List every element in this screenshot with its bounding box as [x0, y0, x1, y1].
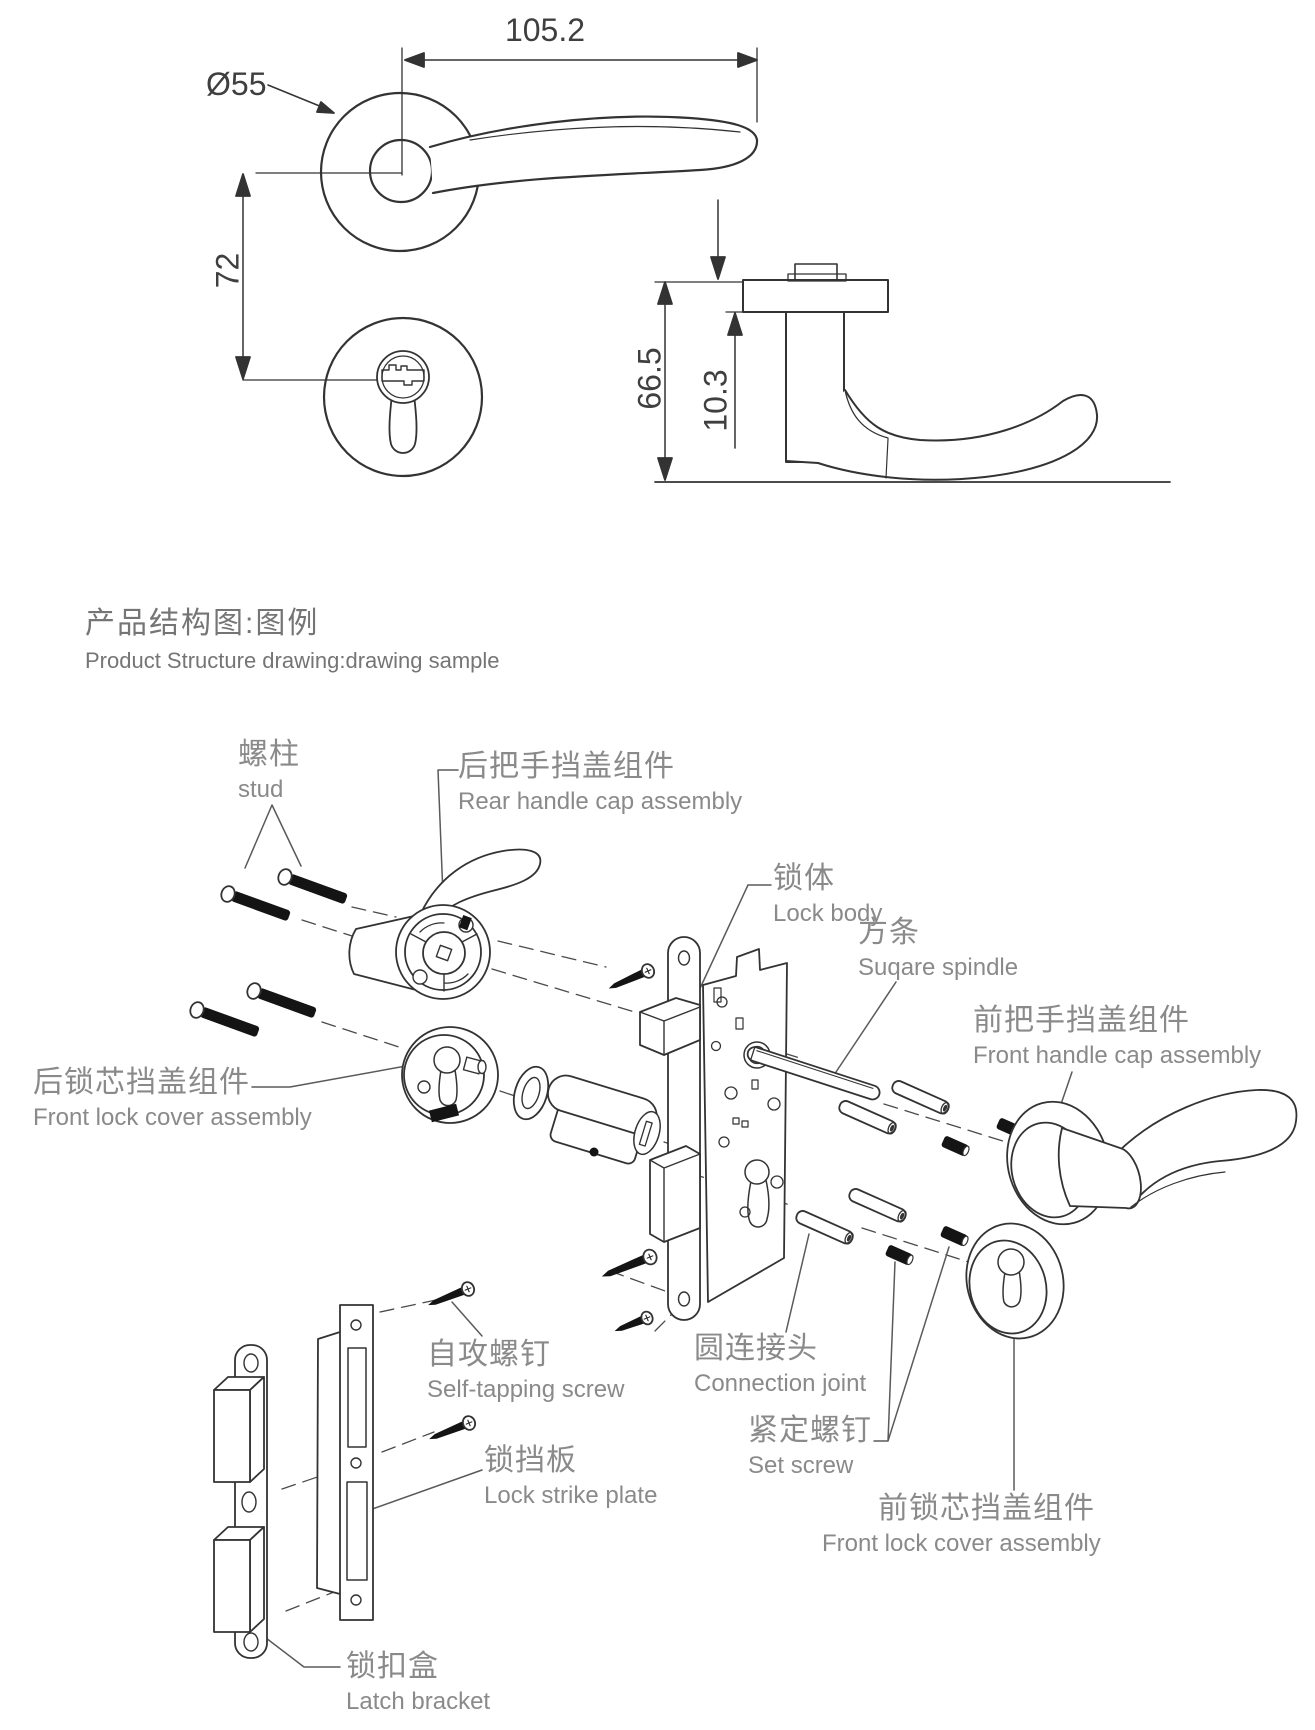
dim-rose-diameter: Ø55	[206, 66, 267, 102]
part-label-en: Front lock cover assembly	[33, 1103, 312, 1131]
dim-rose-thickness: 10.3	[697, 369, 734, 432]
part-label-set-screw: 紧定螺钉 Set screw	[748, 1414, 872, 1479]
side-view	[654, 199, 1171, 483]
part-label-zh: 前锁芯挡盖组件	[878, 1492, 1095, 1525]
set-screw-parts	[885, 1118, 1025, 1266]
stud-parts	[189, 868, 348, 1037]
part-label-rear-lock-cover: 后锁芯挡盖组件 Front lock cover assembly	[33, 1066, 312, 1131]
part-label-zh: 螺柱	[238, 738, 300, 771]
lock-body-part	[639, 936, 788, 1321]
title-block: 产品结构图:图例 Product Structure drawing:drawi…	[85, 598, 500, 674]
rear-handle-assembly-part	[348, 848, 542, 1000]
self-tapping-screw-parts	[428, 963, 658, 1440]
part-label-rear-handle-cap: 后把手挡盖组件 Rear handle cap assembly	[458, 750, 742, 815]
part-label-stud: 螺柱 stud	[238, 738, 300, 803]
part-label-zh: 后把手挡盖组件	[458, 750, 675, 783]
part-label-en: Self-tapping screw	[427, 1375, 625, 1403]
part-label-en: Rear handle cap assembly	[458, 787, 743, 815]
part-label-lock-body: 锁体 Lock body	[773, 862, 882, 927]
title-en: Product Structure drawing:drawing sample	[85, 648, 500, 673]
strike-plate-part	[316, 1304, 374, 1621]
part-label-zh: 锁体	[773, 862, 835, 895]
part-label-zh: 紧定螺钉	[748, 1414, 872, 1447]
front-lock-cover-part	[965, 1222, 1065, 1340]
part-label-latch-bracket: 锁扣盒 Latch bracket	[346, 1650, 490, 1715]
part-label-en: Connection joint	[694, 1369, 867, 1397]
lock-cylinder-part	[512, 1065, 661, 1165]
part-label-en: Lock body	[773, 899, 883, 927]
part-label-en: stud	[238, 775, 284, 803]
square-spindle-part	[746, 1046, 881, 1101]
dim-overall-height: 66.5	[631, 347, 668, 410]
part-label-self-tapping-screw: 自攻螺钉 Self-tapping screw	[427, 1338, 624, 1403]
exploded-view	[189, 769, 1298, 1668]
part-label-connection-joint: 圆连接头 Connection joint	[694, 1332, 866, 1397]
front-view	[235, 47, 759, 478]
part-label-front-handle-cap: 前把手挡盖组件 Front handle cap assembly	[973, 1004, 1261, 1069]
part-label-zh: 前把手挡盖组件	[973, 1004, 1190, 1037]
part-label-square-spindle: 方条 Suqare spindle	[858, 916, 1018, 981]
dim-lever-length: 105.2	[504, 12, 586, 48]
part-label-en: Lock strike plate	[484, 1481, 658, 1509]
part-label-zh: 方条	[858, 916, 920, 949]
connection-joint-parts	[795, 1080, 950, 1245]
title-zh: 产品结构图:图例	[85, 607, 320, 640]
part-label-zh: 锁扣盒	[346, 1650, 439, 1683]
part-label-en: Suqare spindle	[858, 953, 1019, 981]
part-label-zh: 圆连接头	[694, 1332, 818, 1365]
part-label-zh: 后锁芯挡盖组件	[33, 1066, 250, 1099]
latch-bracket-part	[213, 1344, 268, 1659]
front-handle-assembly-part	[1006, 1089, 1298, 1226]
part-label-en: Set screw	[748, 1451, 854, 1479]
part-label-zh: 锁挡板	[484, 1444, 577, 1477]
dim-handle-to-cylinder: 72	[209, 252, 246, 289]
part-label-en: Front handle cap assembly	[973, 1041, 1262, 1069]
part-label-front-lock-cover: 前锁芯挡盖组件 Front lock cover assembly	[822, 1492, 1101, 1557]
part-label-strike-plate: 锁挡板 Lock strike plate	[484, 1444, 657, 1509]
part-label-zh: 自攻螺钉	[427, 1338, 551, 1371]
part-label-en: Front lock cover assembly	[822, 1529, 1101, 1557]
leader-lines	[244, 769, 1073, 1668]
part-label-en: Latch bracket	[346, 1687, 491, 1715]
rear-lock-cover-part	[401, 1026, 499, 1124]
